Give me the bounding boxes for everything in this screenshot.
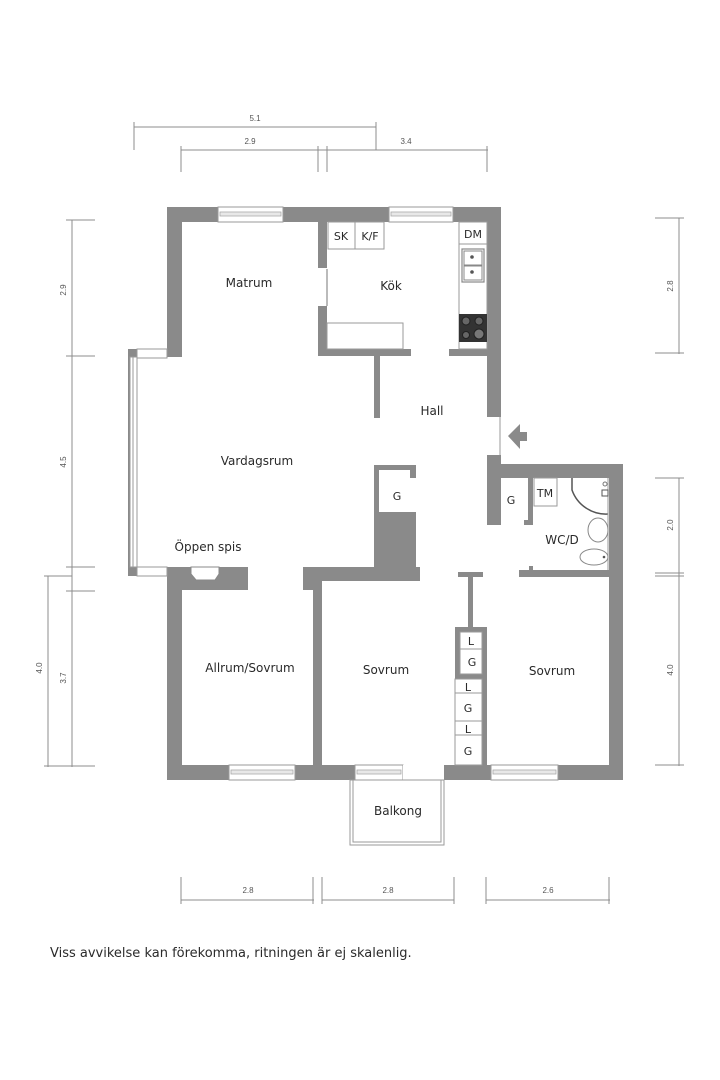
windows: [129, 206, 559, 781]
room-label-balkong: Balkong: [374, 804, 422, 818]
fixture-label-kf: K/F: [361, 230, 378, 243]
room-label-hall: Hall: [420, 404, 443, 418]
closet-stack-label-5: L: [465, 723, 472, 736]
dim-bottom-2.8b: 2.8: [382, 886, 394, 895]
dim-right-4.0: 4.0: [666, 664, 675, 676]
dimensions-bottom: 2.8 2.8 2.6: [180, 877, 610, 904]
dim-left-2.9: 2.9: [59, 284, 68, 296]
closet-stack-label-3: L: [465, 681, 472, 694]
closet-stack-label-1: L: [468, 635, 475, 648]
fixture-label-sk: SK: [334, 230, 349, 243]
bathroom-fixtures: [533, 477, 609, 570]
dim-top-5.1: 5.1: [249, 114, 261, 123]
fireplace-icon: [190, 566, 220, 581]
fixture-label-dm: DM: [464, 228, 482, 241]
room-label-wc-d: WC/D: [545, 533, 579, 547]
room-label-sovrum-right: Sovrum: [529, 664, 575, 678]
closet-label-hall: G: [393, 490, 402, 503]
dimensions-left: 2.9 4.5 4.0 3.7: [35, 219, 95, 767]
dimensions-right: 2.8 2.0 4.0: [655, 217, 684, 766]
toilet-icon: [579, 548, 609, 566]
closet-stack-label-4: G: [464, 702, 473, 715]
fixture-label-tm: TM: [536, 487, 553, 500]
dim-bottom-2.6: 2.6: [542, 886, 554, 895]
room-label-vardagsrum: Vardagsrum: [221, 454, 293, 468]
dim-left-4.5: 4.5: [59, 456, 68, 468]
dim-left-4.0: 4.0: [35, 662, 44, 674]
dim-top-3.4: 3.4: [400, 137, 412, 146]
closet-stack-label-6: G: [464, 745, 473, 758]
dim-right-2.0: 2.0: [666, 519, 675, 531]
room-label-kok: Kök: [380, 279, 402, 293]
room-label-allrum-sovrum: Allrum/Sovrum: [205, 661, 294, 675]
closet-stack: [454, 631, 483, 766]
dim-left-3.7: 3.7: [59, 672, 68, 684]
dimensions-top: 5.1 2.9 3.4: [133, 114, 488, 172]
entrance: [499, 417, 527, 455]
sink-icon: [587, 517, 609, 543]
disclaimer-text: Viss avvikelse kan förekomma, ritningen …: [50, 946, 412, 961]
kitchen-fixtures: [326, 221, 488, 350]
balcony: [349, 779, 445, 846]
dim-bottom-2.8a: 2.8: [242, 886, 254, 895]
room-label-matrum: Matrum: [226, 276, 273, 290]
dim-top-2.9: 2.9: [244, 137, 256, 146]
closet-label-entry: G: [507, 494, 516, 507]
room-label-oppen-spis: Öppen spis: [175, 538, 242, 554]
room-label-sovrum-middle: Sovrum: [363, 663, 409, 677]
dim-right-2.8: 2.8: [666, 280, 675, 292]
entrance-arrow-icon: [508, 424, 527, 449]
closet-stack-label-2: G: [468, 656, 477, 669]
